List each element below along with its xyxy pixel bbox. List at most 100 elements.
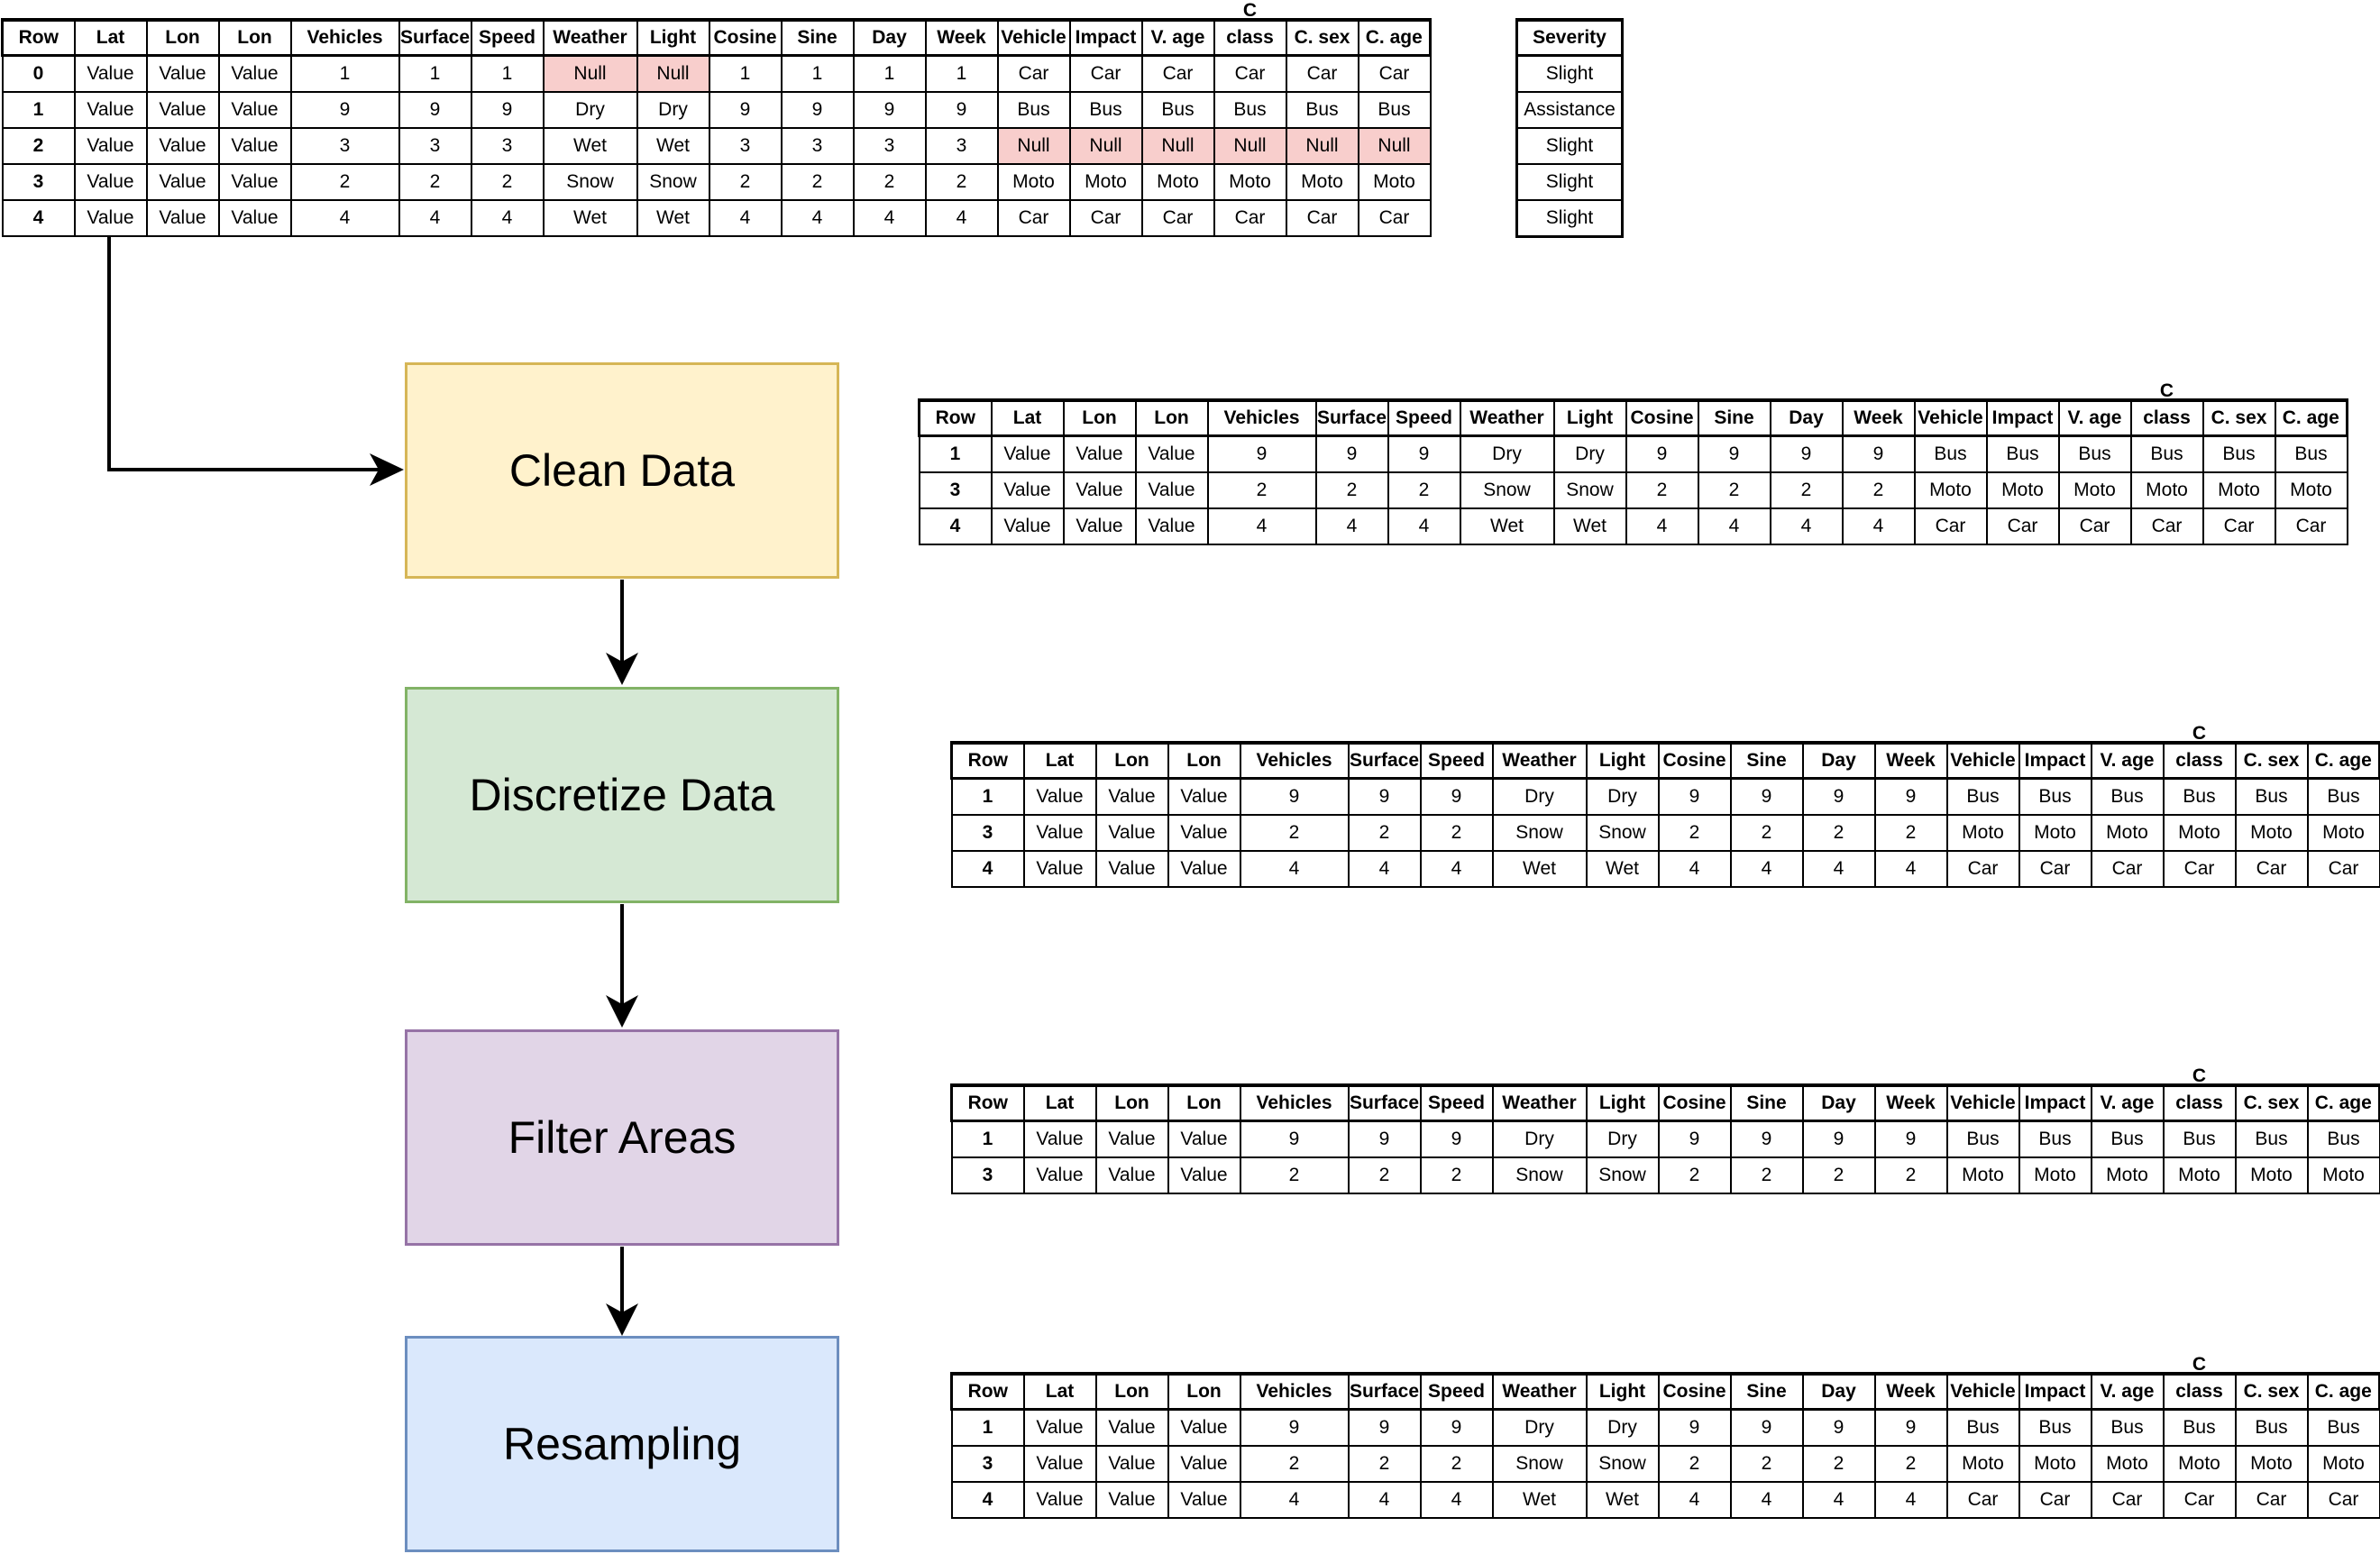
column-header: Lat xyxy=(1022,741,1097,780)
column-header: Speed xyxy=(1419,1372,1494,1411)
column-header: C. age xyxy=(1357,18,1432,57)
table-cell: Snow xyxy=(1459,471,1555,509)
table-cell: Value xyxy=(217,199,292,237)
table-cell: Value xyxy=(1022,814,1097,852)
table-cell: Value xyxy=(145,163,220,201)
table-cell: Value xyxy=(1167,777,1241,816)
column-header: Lat xyxy=(73,18,148,57)
table-cell: 4 xyxy=(1841,507,1916,545)
table-cell: Value xyxy=(73,91,148,129)
table-cell: 2 xyxy=(1206,471,1317,509)
table-cell: Car xyxy=(1068,199,1143,237)
table-cell: 4 xyxy=(1206,507,1317,545)
table-cell: Car xyxy=(1357,54,1432,93)
severity-cell: Slight xyxy=(1515,54,1624,93)
table-cell: Moto xyxy=(1068,163,1143,201)
table-cell: 2 xyxy=(852,163,927,201)
column-header: Surface xyxy=(1347,741,1422,780)
column-header: C. sex xyxy=(2202,398,2276,437)
table-cell: Snow xyxy=(1585,1445,1660,1483)
table-cell: 9 xyxy=(1625,434,1699,473)
table-cell: Car xyxy=(996,54,1071,93)
table-cell: 9 xyxy=(1387,434,1461,473)
table-cell: Snow xyxy=(1491,814,1588,852)
column-header: Lon xyxy=(1167,1083,1241,1122)
step-label: Clean Data xyxy=(508,445,736,496)
table-cell: Value xyxy=(145,91,220,129)
table-cell: Value xyxy=(1094,777,1169,816)
table-cell: 9 xyxy=(1729,777,1804,816)
table-cell: Bus xyxy=(1068,91,1143,129)
table-cell: Null xyxy=(1285,127,1359,165)
table-cell: Value xyxy=(1167,1156,1241,1194)
column-header: Impact xyxy=(1068,18,1143,57)
row-index-cell: 3 xyxy=(1,163,76,201)
table-cell: Bus xyxy=(2129,434,2204,473)
column-header: Sine xyxy=(1729,741,1804,780)
table-cell: Moto xyxy=(2234,814,2309,852)
column-header: Weather xyxy=(1459,398,1555,437)
table-cell: Bus xyxy=(2018,1408,2092,1447)
table-cell: Wet xyxy=(542,127,638,165)
table-cell: Value xyxy=(73,163,148,201)
table-cell: Car xyxy=(1140,54,1215,93)
column-header: Row xyxy=(950,1372,1025,1411)
column-header: Lon xyxy=(1094,1083,1169,1122)
table-cell: 2 xyxy=(1419,1156,1494,1194)
table-cell: Bus xyxy=(1945,1120,2020,1158)
table-cell: 2 xyxy=(1657,1156,1732,1194)
table-cell: 4 xyxy=(1387,507,1461,545)
column-header: Row xyxy=(950,1083,1025,1122)
table-cell: Value xyxy=(145,54,220,93)
column-header: Light xyxy=(1552,398,1627,437)
table-cell: 3 xyxy=(780,127,855,165)
arrowhead-filter xyxy=(606,995,638,1028)
column-header: Vehicles xyxy=(1239,1372,1350,1411)
table-cell: Bus xyxy=(1285,91,1359,129)
table-cell: Bus xyxy=(2090,777,2165,816)
table-cell: Bus xyxy=(2162,1408,2237,1447)
table-cell: 9 xyxy=(924,91,999,129)
table-cell: Value xyxy=(217,127,292,165)
table-cell: 9 xyxy=(1873,1120,1948,1158)
row-index-cell: 1 xyxy=(950,1120,1025,1158)
table-cell: Car xyxy=(1140,199,1215,237)
table-cell: 4 xyxy=(1419,850,1494,888)
table-cell: Wet xyxy=(1491,850,1588,888)
table-cell: 4 xyxy=(1314,507,1389,545)
table-cell: Bus xyxy=(2018,1120,2092,1158)
column-header: Sine xyxy=(1729,1372,1804,1411)
table-cell: Value xyxy=(1167,850,1241,888)
column-header: Week xyxy=(1873,741,1948,780)
table-cell: 2 xyxy=(1769,471,1844,509)
table-cell: Snow xyxy=(1491,1156,1588,1194)
table-cell: 1 xyxy=(470,54,545,93)
column-header: C. sex xyxy=(2234,1083,2309,1122)
table-cell: Bus xyxy=(2234,1120,2309,1158)
table-cell: Car xyxy=(1213,199,1287,237)
table-cell: 2 xyxy=(1239,1445,1350,1483)
table-cell: Bus xyxy=(1985,434,2060,473)
table-cell: Car xyxy=(2057,507,2132,545)
table-cell: Value xyxy=(1134,434,1209,473)
column-header: Vehicles xyxy=(1239,1083,1350,1122)
table-cell: 2 xyxy=(1801,1156,1876,1194)
table-cell: Dry xyxy=(1585,1120,1660,1158)
table-cell: 9 xyxy=(1729,1120,1804,1158)
table-cell: Value xyxy=(217,91,292,129)
severity-cell: Slight xyxy=(1515,199,1624,238)
arrowhead-discretize xyxy=(606,653,638,685)
table-cell: Value xyxy=(1167,1481,1241,1519)
column-header: Speed xyxy=(470,18,545,57)
table-cell: Car xyxy=(1945,850,2020,888)
column-header: Vehicle xyxy=(1945,1083,2020,1122)
column-header: Week xyxy=(1873,1372,1948,1411)
